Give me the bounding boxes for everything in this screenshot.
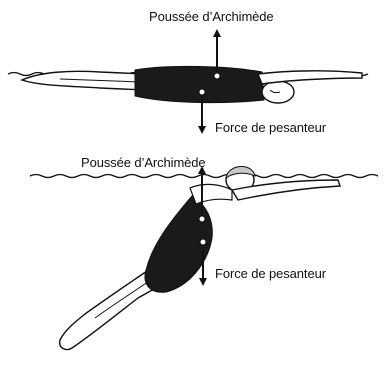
center-of-gravity-dot [199, 89, 205, 95]
buoyancy-label-top: Poussée d’Archimède [149, 9, 274, 24]
water-surface-bottom [30, 175, 378, 178]
gravity-label-bottom: Force de pesanteur [215, 266, 326, 281]
swimmer-arms [258, 71, 362, 84]
diving-swimmer-figure [30, 166, 378, 349]
center-of-buoyancy-dot [214, 73, 220, 79]
center-of-buoyancy-dot [199, 216, 205, 222]
buoyancy-label-bottom: Poussée d’Archimède [81, 155, 206, 170]
center-of-gravity-dot [200, 239, 206, 245]
gravity-label-top: Force de pesanteur [215, 120, 326, 135]
floating-swimmer-figure [8, 33, 368, 130]
swimsuit-torso [135, 66, 264, 102]
swimmer-legs [22, 71, 145, 90]
swimmer-head [262, 81, 294, 103]
